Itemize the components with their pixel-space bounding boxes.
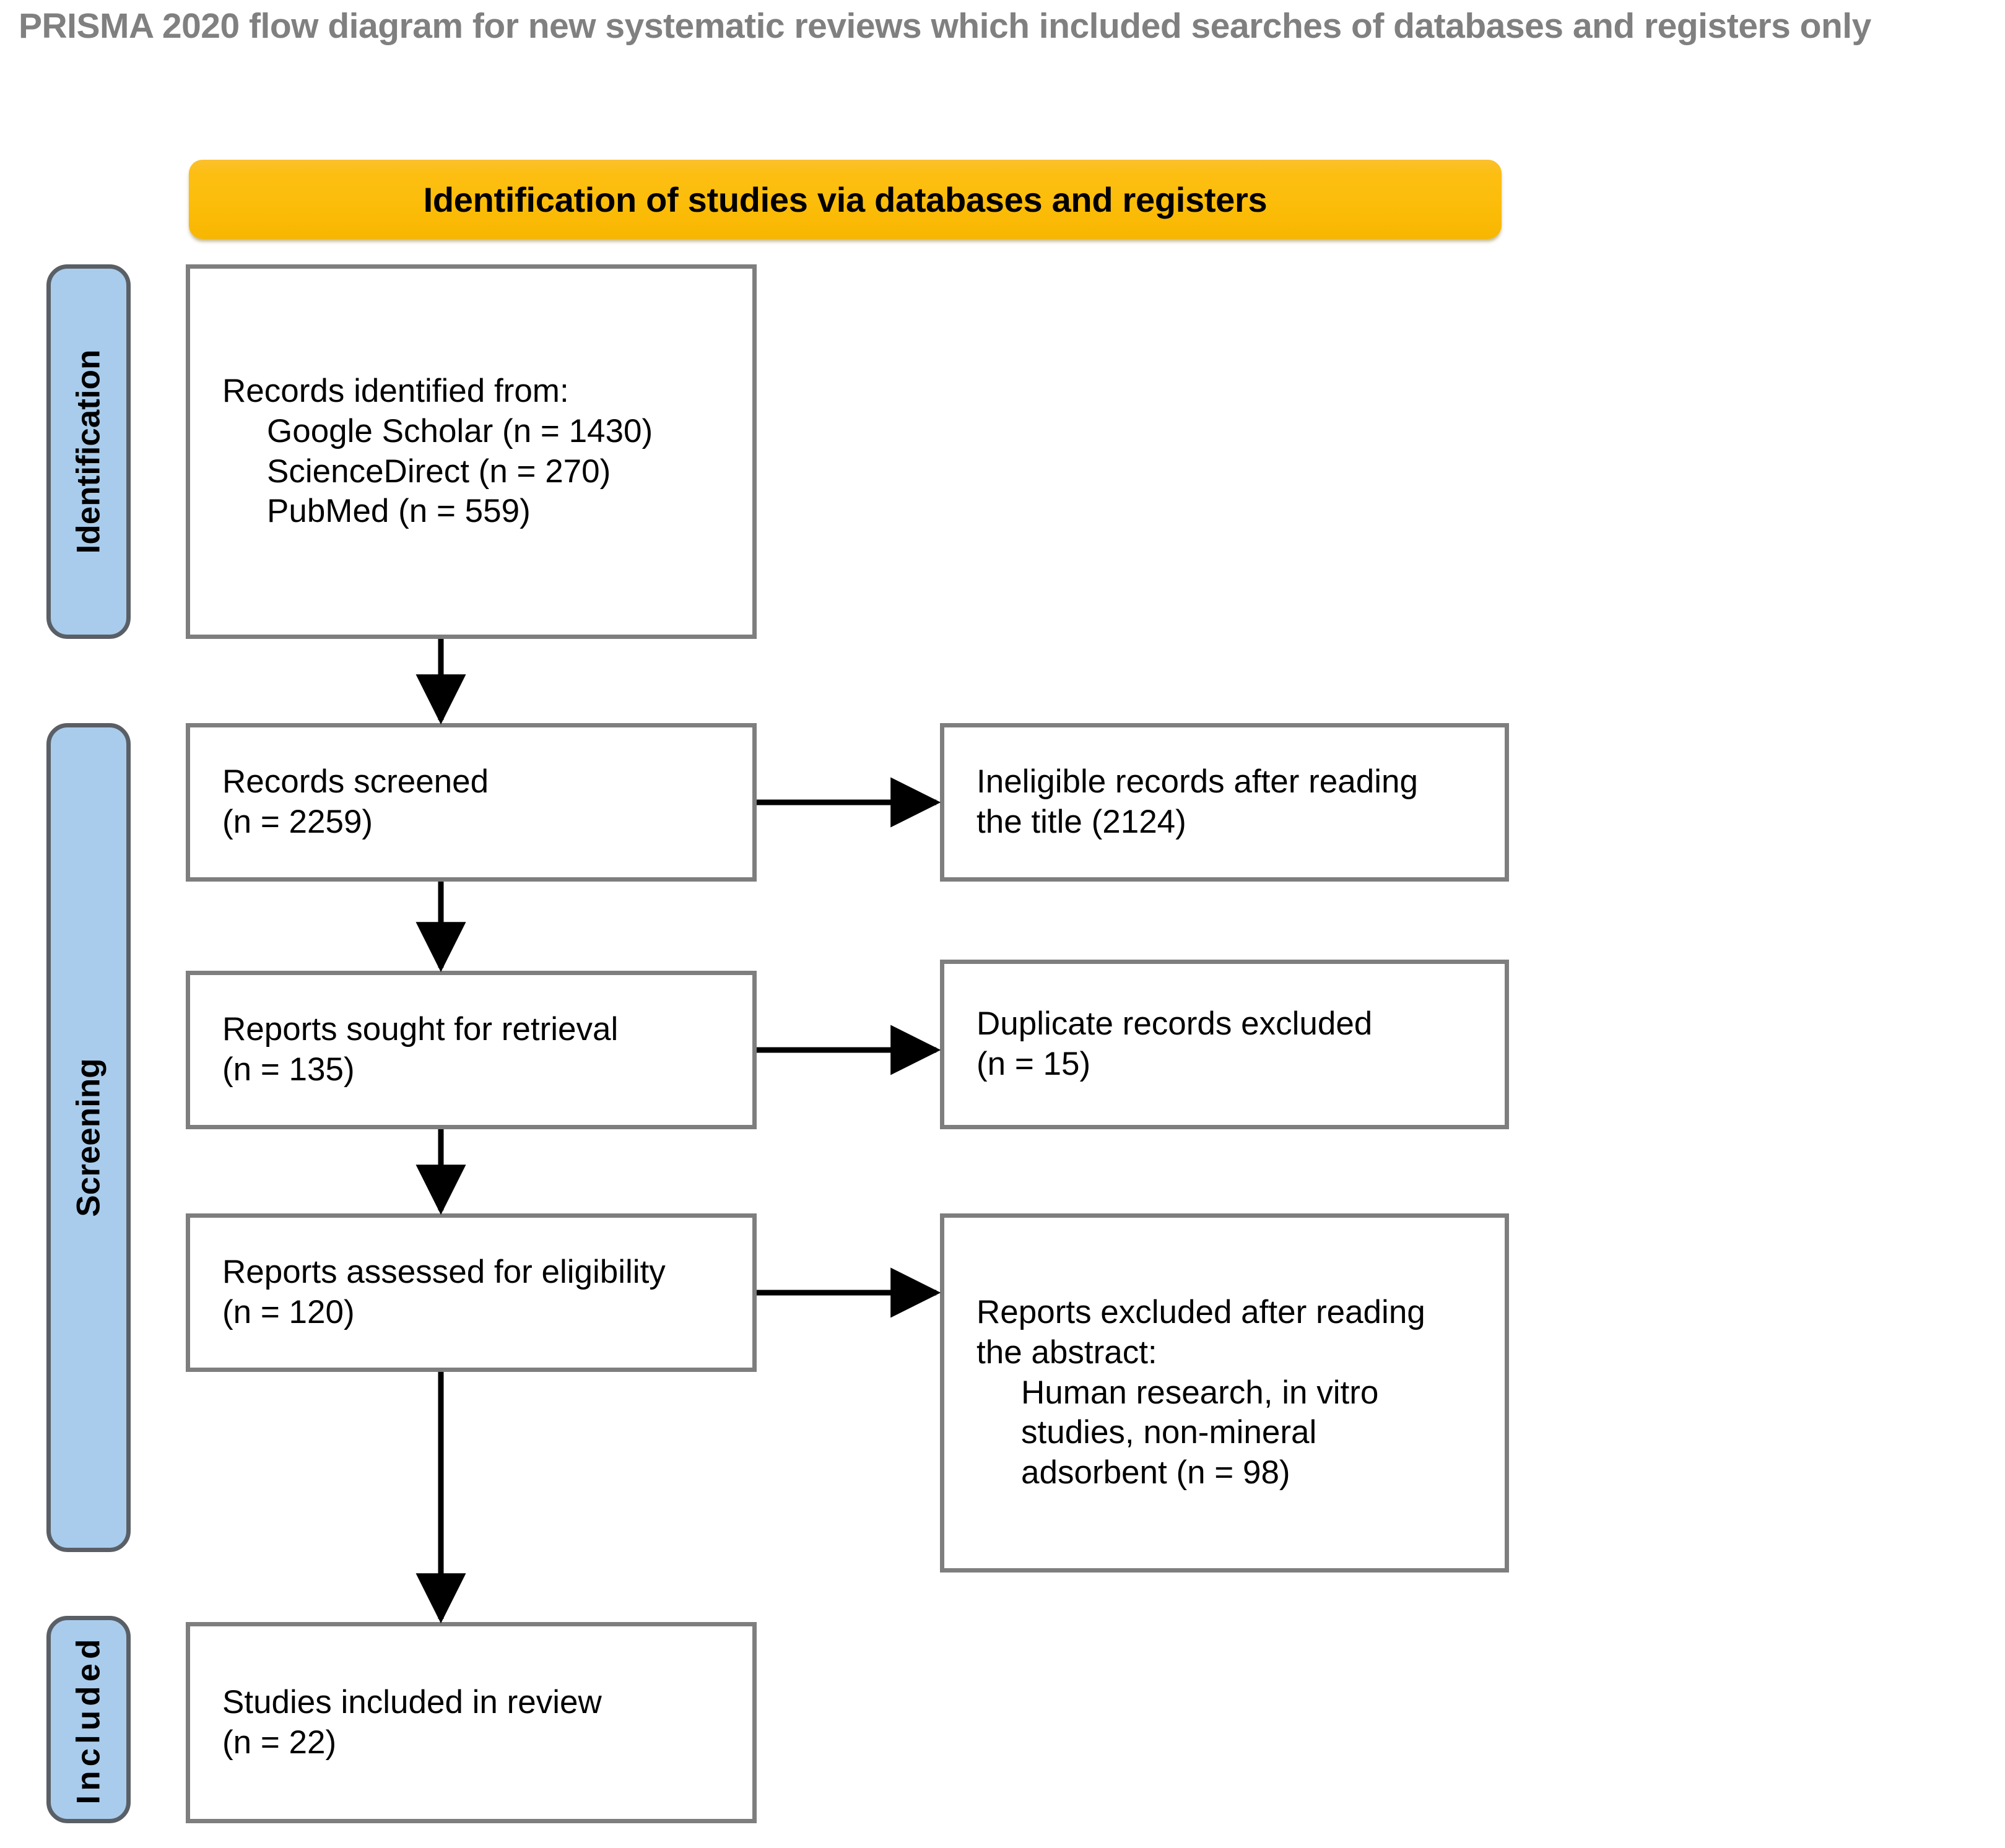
reports-assessed-label: Reports assessed for eligibility bbox=[222, 1254, 666, 1291]
studies-included-count: (n = 22) bbox=[222, 1724, 337, 1761]
box-reports-assessed-text: Reports assessed for eligibility (n = 12… bbox=[222, 1252, 666, 1332]
stage-label-identification: Identification bbox=[46, 264, 131, 639]
box-reports-sought-text: Reports sought for retrieval (n = 135) bbox=[222, 1010, 618, 1090]
records-screened-count: (n = 2259) bbox=[222, 804, 373, 840]
reports-assessed-count: (n = 120) bbox=[222, 1294, 355, 1330]
records-identified-heading: Records identified from: bbox=[222, 373, 569, 410]
identification-banner-label: Identification of studies via databases … bbox=[423, 180, 1268, 219]
box-records-identified-text: Records identified from: Google Scholar … bbox=[222, 371, 653, 532]
records-identified-source-google-scholar: Google Scholar (n = 1430) bbox=[267, 412, 653, 449]
reports-excluded-reason-line2: studies, non-mineral bbox=[1021, 1414, 1317, 1451]
box-ineligible-records-text: Ineligible records after reading the tit… bbox=[976, 762, 1418, 842]
box-records-screened: Records screened (n = 2259) bbox=[186, 723, 757, 882]
records-screened-label: Records screened bbox=[222, 763, 489, 800]
box-reports-sought: Reports sought for retrieval (n = 135) bbox=[186, 971, 757, 1129]
box-reports-excluded: Reports excluded after reading the abstr… bbox=[940, 1213, 1509, 1573]
duplicate-records-count: (n = 15) bbox=[976, 1046, 1091, 1082]
box-reports-excluded-text: Reports excluded after reading the abstr… bbox=[976, 1293, 1425, 1493]
ineligible-records-line2: the title (2124) bbox=[976, 804, 1186, 840]
box-records-screened-text: Records screened (n = 2259) bbox=[222, 762, 489, 842]
ineligible-records-line1: Ineligible records after reading bbox=[976, 763, 1418, 800]
reports-excluded-reason-line1: Human research, in vitro bbox=[1021, 1374, 1379, 1411]
box-records-identified: Records identified from: Google Scholar … bbox=[186, 264, 757, 639]
records-identified-source-sciencedirect: ScienceDirect (n = 270) bbox=[267, 453, 611, 490]
reports-excluded-line1: Reports excluded after reading bbox=[976, 1294, 1425, 1331]
stage-label-included: Included bbox=[46, 1616, 131, 1823]
reports-excluded-reason-line3: adsorbent (n = 98) bbox=[1021, 1454, 1290, 1491]
box-reports-assessed: Reports assessed for eligibility (n = 12… bbox=[186, 1213, 757, 1372]
reports-sought-label: Reports sought for retrieval bbox=[222, 1011, 619, 1048]
reports-sought-count: (n = 135) bbox=[222, 1051, 355, 1088]
identification-banner: Identification of studies via databases … bbox=[189, 160, 1502, 239]
stage-label-screening: Screening bbox=[46, 723, 131, 1552]
box-duplicate-records-excluded-text: Duplicate records excluded (n = 15) bbox=[976, 1004, 1372, 1084]
box-ineligible-records: Ineligible records after reading the tit… bbox=[940, 723, 1509, 882]
studies-included-label: Studies included in review bbox=[222, 1683, 602, 1720]
box-studies-included: Studies included in review (n = 22) bbox=[186, 1622, 757, 1823]
reports-excluded-line2: the abstract: bbox=[976, 1334, 1157, 1371]
page-title: PRISMA 2020 flow diagram for new systema… bbox=[19, 6, 1871, 46]
box-duplicate-records-excluded: Duplicate records excluded (n = 15) bbox=[940, 960, 1509, 1129]
records-identified-source-pubmed: PubMed (n = 559) bbox=[267, 493, 531, 530]
duplicate-records-label: Duplicate records excluded bbox=[976, 1005, 1373, 1043]
box-studies-included-text: Studies included in review (n = 22) bbox=[222, 1683, 602, 1763]
